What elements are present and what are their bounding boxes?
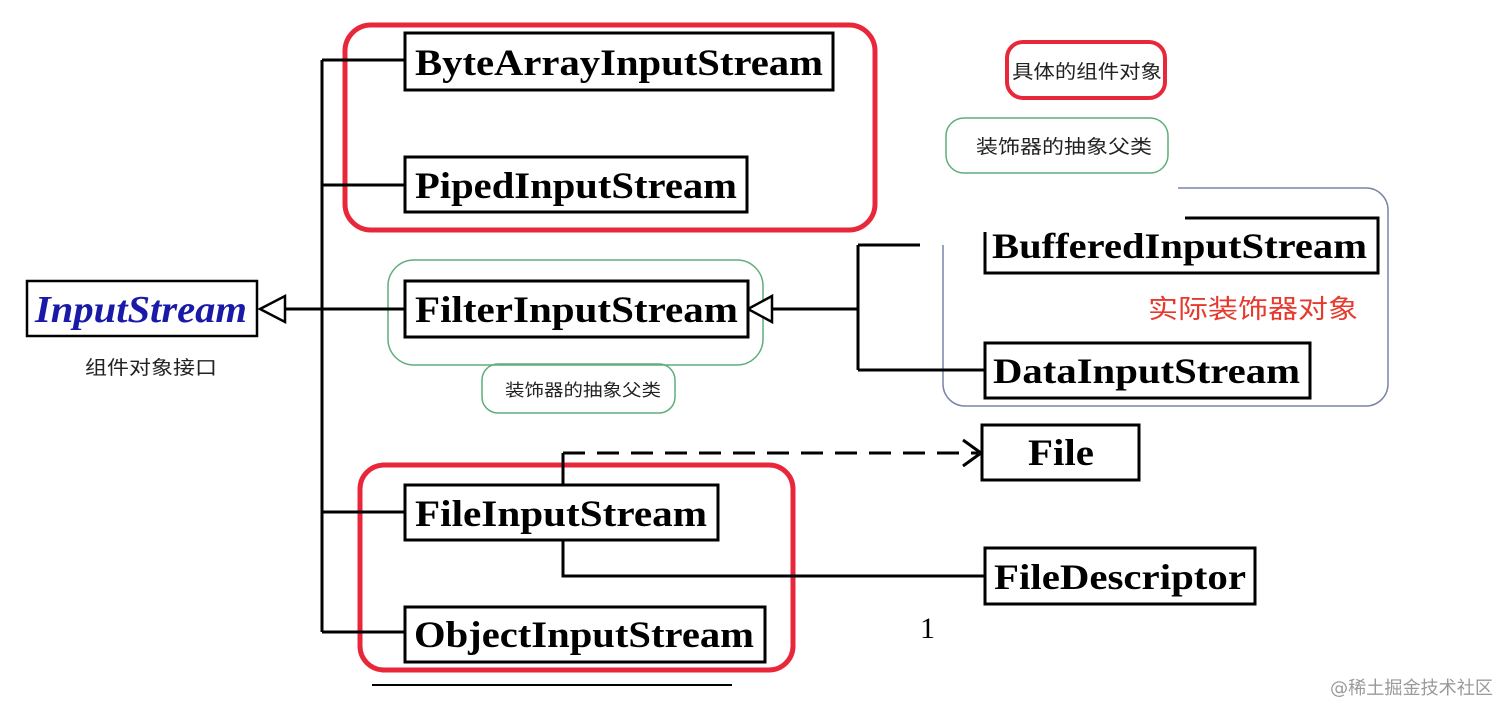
label-data-input-stream: DataInputStream bbox=[993, 351, 1300, 391]
label-concrete-component: 具体的组件对象 bbox=[1012, 61, 1162, 83]
box-file bbox=[980, 423, 1141, 482]
inheritance-arrow-filter bbox=[745, 293, 774, 325]
label-buffered-input-stream: BufferedInputStream bbox=[992, 226, 1367, 266]
label-byte-array-input-stream: ByteArrayInputStream bbox=[415, 43, 823, 84]
label-piped-input-stream: PipedInputStream bbox=[415, 166, 737, 207]
box-filter-input-stream bbox=[403, 279, 750, 339]
box-file-descriptor bbox=[983, 546, 1257, 606]
box-file-input-stream bbox=[403, 483, 720, 542]
label-file-input-stream: FileInputStream bbox=[415, 494, 707, 535]
label-file-descriptor: FileDescriptor bbox=[994, 557, 1246, 597]
box-object-input-stream bbox=[403, 605, 767, 664]
label-object-input-stream: ObjectInputStream bbox=[414, 615, 754, 656]
label-actual-decorator: 实际装饰器对象 bbox=[1148, 295, 1358, 325]
inheritance-arrow-inputstream bbox=[257, 293, 287, 325]
label-decorator-parent-bottom: 装饰器的抽象父类 bbox=[505, 381, 661, 401]
box-byte-array-input-stream bbox=[403, 31, 835, 92]
label-file: File bbox=[1028, 433, 1094, 474]
concrete-components-highlight-bottom bbox=[357, 462, 796, 673]
label-input-stream: InputStream bbox=[34, 289, 247, 331]
box-piped-input-stream bbox=[403, 155, 749, 214]
label-multiplicity: 1 bbox=[920, 612, 935, 645]
box-input-stream bbox=[25, 279, 259, 338]
box-buffered-input-stream-group: BufferedInputStream bbox=[975, 200, 1380, 275]
concrete-component-callout bbox=[1005, 40, 1167, 100]
label-component-interface: 组件对象接口 bbox=[85, 357, 217, 379]
watermark-text: @稀土掘金技术社区 bbox=[1330, 678, 1493, 699]
file-descriptor-link bbox=[561, 540, 985, 578]
label-filter-input-stream: FilterInputStream bbox=[415, 290, 738, 331]
label-decorator-parent-top: 装饰器的抽象父类 bbox=[976, 136, 1152, 158]
decorator-parent-callout-bottom bbox=[481, 363, 676, 414]
box-data-input-stream bbox=[983, 341, 1312, 400]
concrete-components-highlight-top bbox=[342, 22, 878, 233]
decorator-parent-callout-top bbox=[945, 117, 1169, 174]
buffered-occlusion-mask bbox=[975, 200, 1185, 232]
